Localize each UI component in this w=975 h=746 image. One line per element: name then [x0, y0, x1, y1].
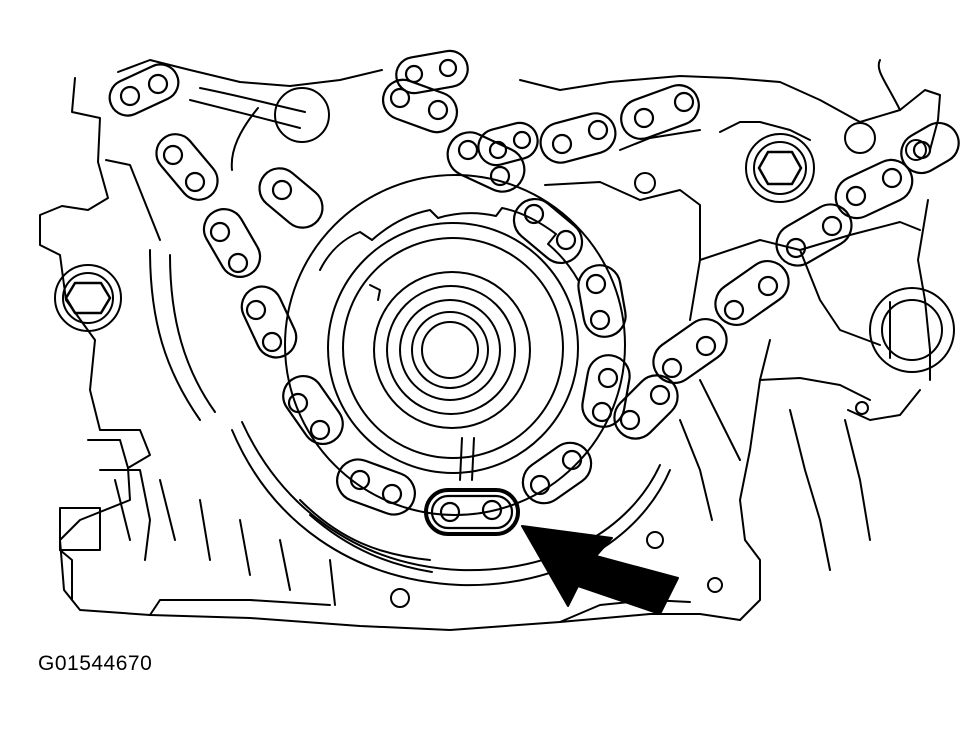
- chain-link: [900, 121, 960, 175]
- chain-link: [336, 458, 416, 516]
- crankshaft-sprocket: [284, 174, 626, 516]
- chain-link: [512, 197, 584, 265]
- chain-link: [108, 63, 180, 117]
- engine-housing: [39, 59, 941, 631]
- timing-chain: [108, 49, 960, 536]
- chain-link: [577, 264, 627, 338]
- idler-right: [869, 287, 955, 373]
- chain-link: [155, 133, 219, 201]
- chain-link: [652, 318, 728, 384]
- marked-chain-link: [424, 488, 520, 536]
- bolt-upper-right: [745, 133, 815, 203]
- chain-link: [613, 374, 679, 440]
- chain-link: [620, 84, 700, 140]
- chain-link: [395, 49, 469, 95]
- chain-link: [381, 78, 459, 134]
- chain-link: [521, 441, 593, 505]
- chain-link: [477, 121, 539, 167]
- chain-link: [775, 203, 853, 267]
- chain-link: [714, 260, 790, 326]
- chain-link: [240, 285, 298, 359]
- chain-link: [581, 354, 631, 428]
- chain-link: [539, 112, 617, 164]
- arrow-icon: [521, 525, 679, 615]
- chain-link: [202, 208, 262, 278]
- chain-guide: [231, 421, 671, 587]
- chain-link: [258, 167, 324, 229]
- figure-reference-code: G01544670: [38, 652, 153, 675]
- bolt-left: [54, 264, 122, 332]
- chain-link: [282, 374, 344, 446]
